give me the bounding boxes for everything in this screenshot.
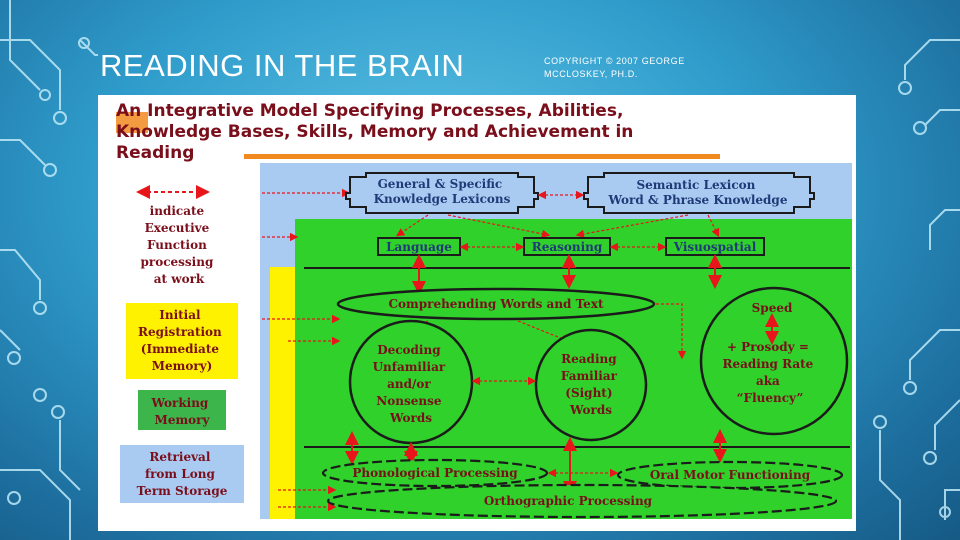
decoding-circle: Decoding Unfamiliar and/or Nonsense Word… xyxy=(348,319,474,445)
ability-language: Language xyxy=(377,237,461,256)
svg-text:Initial Registration: Initial Registration (Immediate Memory) xyxy=(138,308,226,373)
legend-retrieval-line: Retrieval xyxy=(149,450,210,464)
semantic-lexicon-line: Word & Phrase Knowledge xyxy=(608,193,788,207)
figure-title-line: Knowledge Bases, Skills, Memory and Achi… xyxy=(116,122,634,142)
svg-text:+ Prosody = Reading Ra: + Prosody = Reading Rate aka “Fluency” xyxy=(722,340,817,405)
legend-working-memory: Working Memory xyxy=(138,390,226,430)
legend-executive-line: Executive xyxy=(145,221,210,235)
decoding-line: Nonsense xyxy=(376,394,442,408)
svg-text:Reasoning: Reasoning xyxy=(532,240,603,254)
oral-motor-ellipse: Oral Motor Functioning xyxy=(616,460,844,490)
legend-initial-line: Memory) xyxy=(152,359,213,373)
decoding-line: Decoding xyxy=(377,343,441,357)
ability-visuospatial: Visuospatial xyxy=(665,237,765,256)
slide-title: READING IN THE BRAIN xyxy=(100,48,465,83)
decoding-line: Words xyxy=(389,411,432,425)
familiar-line: Familiar xyxy=(561,369,618,383)
legend-executive-line: Function xyxy=(147,238,207,252)
fluency-line: “Fluency” xyxy=(737,391,804,405)
fluency-line: + Prosody = xyxy=(727,340,809,354)
copyright-note: COPYRIGHT © 2007 GEORGE MCCLOSKEY, PH.D. xyxy=(544,56,685,79)
legend-initial-line: Initial xyxy=(159,308,201,322)
svg-text:Language: Language xyxy=(386,240,452,254)
legend-initial-line: Registration xyxy=(138,325,222,339)
svg-text:Semantic Lexicon Word: Semantic Lexicon Word & Phrase Knowledge xyxy=(608,178,788,207)
legend-initial-line: (Immediate xyxy=(141,342,220,356)
svg-text:Comprehending Words and Text: Comprehending Words and Text xyxy=(388,297,603,311)
familiar-line: Reading xyxy=(561,352,617,366)
semantic-lexicon-box: Semantic Lexicon Word & Phrase Knowledge xyxy=(583,172,815,214)
ability-reasoning: Reasoning xyxy=(523,237,611,256)
general-knowledge-line: Knowledge Lexicons xyxy=(374,192,511,206)
svg-text:Oral Motor Functioning: Oral Motor Functioning xyxy=(650,468,811,482)
figure-title-line: An Integrative Model Specifying Processe… xyxy=(116,101,624,121)
familiar-line: (Sight) xyxy=(565,386,612,400)
legend-retrieval-line: from Long xyxy=(145,467,216,481)
model-diagram: indicate Executive Function processing a… xyxy=(120,163,852,519)
decoding-line: Unfamiliar xyxy=(373,360,446,374)
semantic-lexicon-line: Semantic Lexicon xyxy=(636,178,755,192)
svg-text:indicate Executive: indicate Executive Function processing a… xyxy=(140,204,217,286)
phonological-ellipse: Phonological Processing xyxy=(321,458,549,488)
svg-text:Decoding Unfamiliar: Decoding Unfamiliar and/or Nonsense Word… xyxy=(373,343,450,425)
legend-retrieval: Retrieval from Long Term Storage xyxy=(120,445,244,503)
orthographic-ellipse: Orthographic Processing xyxy=(326,483,838,519)
svg-text:Visuospatial: Visuospatial xyxy=(673,240,757,254)
legend-initial-registration: Initial Registration (Immediate Memory) xyxy=(126,303,238,379)
title-underline xyxy=(244,154,720,159)
initial-registration-layer xyxy=(270,267,295,519)
general-knowledge-box: General & Specific Knowledge Lexicons xyxy=(345,172,539,214)
legend-executive-line: at work xyxy=(154,272,205,286)
svg-text:Orthographic Processing: Orthographic Processing xyxy=(484,494,653,508)
legend-executive: indicate Executive Function processing a… xyxy=(136,185,217,286)
legend-working-line: Memory xyxy=(155,413,211,427)
fluency-circle: Speed + Prosody = Reading Rate aka “Flue… xyxy=(699,286,849,436)
svg-text:Phonological Processing: Phonological Processing xyxy=(352,466,518,480)
legend-executive-line: processing xyxy=(140,255,213,269)
svg-text:General & Specific Kno: General & Specific Knowledge Lexicons xyxy=(374,177,511,206)
svg-text:Retrieval from Long: Retrieval from Long Term Storage xyxy=(137,450,228,498)
legend-executive-line: indicate xyxy=(150,204,205,218)
svg-text:Working Memory: Working Memory xyxy=(151,396,213,427)
legend-working-line: Working xyxy=(151,396,209,410)
title-orange-highlight xyxy=(116,112,148,133)
general-knowledge-line: General & Specific xyxy=(378,177,503,191)
reading-model-figure: An Integrative Model Specifying Processe… xyxy=(98,95,856,531)
svg-text:Reading Familiar: Reading Familiar (Sight) Words xyxy=(561,352,621,417)
fluency-line: aka xyxy=(756,374,780,388)
figure-title-line: Reading xyxy=(116,143,195,163)
decoding-line: and/or xyxy=(387,377,431,391)
familiar-words-circle: Reading Familiar (Sight) Words xyxy=(534,328,648,442)
familiar-line: Words xyxy=(569,403,612,417)
figure-title: An Integrative Model Specifying Processe… xyxy=(116,101,846,164)
legend-retrieval-line: Term Storage xyxy=(137,484,228,498)
svg-text:Speed: Speed xyxy=(752,301,793,315)
comprehending-ellipse: Comprehending Words and Text xyxy=(336,287,656,321)
fluency-line: Reading Rate xyxy=(722,357,813,371)
